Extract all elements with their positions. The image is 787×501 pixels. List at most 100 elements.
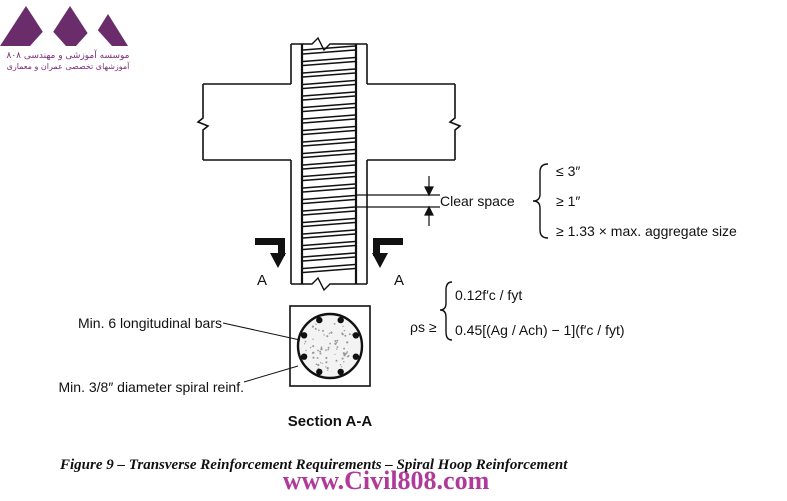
concrete-speckle [334, 353, 336, 355]
column [290, 36, 368, 292]
concrete-speckle [343, 347, 346, 350]
concrete-speckle [313, 351, 315, 354]
formula-line-2: 0.45[(Ag / Ach) − 1](f′c / fyt) [455, 322, 625, 338]
section-mark-left: A [257, 272, 267, 289]
spiral-turn [302, 45, 356, 55]
logo-line-1: موسسه آموزشی و مهندسی ۸۰۸ [7, 49, 130, 61]
concrete-speckle [336, 348, 338, 350]
concrete-speckle [315, 323, 317, 325]
figure-caption: Figure 9 – Transverse Reinforcement Requ… [59, 457, 568, 473]
spiral-turn [302, 56, 356, 67]
concrete-speckle [320, 362, 322, 364]
concrete-speckle [342, 325, 344, 327]
institute-logo [0, 6, 128, 46]
leader-lines [222, 322, 301, 383]
clear-space-label: Clear space [440, 193, 515, 209]
concrete-speckle [315, 363, 318, 366]
concrete-speckle [339, 363, 342, 366]
concrete-speckle [312, 356, 315, 359]
spiral-turn [302, 148, 356, 159]
longitudinal-bars-label: Min. 6 longitudinal bars [78, 315, 222, 331]
clear-space-requirement-1: ≤ 3″ [556, 163, 580, 179]
concrete-speckle [327, 369, 329, 372]
spiral-turn [302, 240, 356, 251]
concrete-speckle [340, 366, 343, 368]
concrete-speckle [323, 334, 325, 336]
concrete-speckle [325, 349, 327, 352]
concrete-speckle [343, 329, 346, 332]
concrete-speckle [326, 367, 329, 370]
section-arrow-left [255, 238, 286, 268]
concrete-speckle [344, 352, 347, 356]
concrete-speckle [346, 341, 349, 344]
concrete-speckle [336, 339, 339, 342]
clear-space-requirement-2: ≥ 1″ [556, 193, 580, 209]
concrete-speckle [315, 328, 317, 330]
clear-space-requirement-3: ≥ 1.33 × max. aggregate size [556, 223, 737, 239]
spiral-turn [302, 137, 356, 147]
concrete-speckle [335, 341, 338, 344]
spiral-turn [302, 194, 356, 205]
concrete-speckle [321, 362, 324, 364]
concrete-speckle [317, 349, 319, 352]
section-title: Section A-A [288, 413, 373, 430]
spiral-reinf-label: Min. 3/8″ diameter spiral reinf. [59, 379, 244, 395]
concrete-speckle [344, 334, 347, 337]
section-mark-right: A [394, 272, 404, 289]
beam [196, 83, 462, 161]
longitudinal-bar [316, 368, 323, 376]
spiral-turn [302, 91, 356, 101]
concrete-speckle [303, 343, 306, 345]
requirements-brace [532, 163, 549, 239]
concrete-speckle [325, 366, 327, 368]
spiral-turn [302, 79, 356, 90]
longitudinal-bar [337, 368, 344, 376]
spiral-turn [302, 171, 356, 182]
concrete-speckle [330, 331, 333, 334]
concrete-speckle [334, 340, 337, 342]
concrete-speckle [327, 346, 330, 349]
logo-line-2: آموزشهای تخصصی عمران و معماری [7, 61, 131, 71]
concrete-speckle [305, 349, 307, 352]
spiral-turn [302, 183, 356, 193]
concrete-speckle [311, 325, 314, 328]
concrete-speckle [319, 350, 322, 353]
spiral-turn [302, 102, 356, 113]
concrete-speckle [335, 359, 338, 362]
concrete-speckle [320, 346, 323, 349]
concrete-speckle [312, 345, 315, 348]
spiral-turn [302, 68, 356, 78]
concrete-speckle [328, 332, 331, 335]
spiral-turn [302, 263, 356, 274]
concrete-speckle [322, 329, 324, 332]
concrete-speckle [316, 357, 319, 359]
formula-lhs: ρs ≥ [410, 319, 437, 335]
spiral-turn [302, 252, 356, 262]
concrete-speckle [320, 347, 323, 351]
concrete-speckle [336, 346, 339, 348]
formula-line-1: 0.12f′c / fyt [455, 287, 522, 303]
spiral-hoops [302, 45, 356, 274]
concrete-speckle [325, 361, 328, 364]
concrete-speckle [317, 363, 320, 367]
concrete-speckle [346, 355, 349, 358]
spiral-turn [302, 206, 356, 216]
spiral-turn [302, 229, 356, 239]
concrete-speckle [317, 329, 320, 332]
concrete-speckle [343, 361, 345, 363]
longitudinal-bar [352, 332, 360, 339]
concrete-speckle [341, 357, 344, 360]
watermark: www.Civil808.com [283, 466, 490, 495]
concrete-speckle [341, 333, 344, 336]
spiral-turn [302, 160, 356, 170]
longitudinal-bar [352, 353, 360, 360]
formula-brace [439, 281, 453, 341]
concrete-speckle [325, 356, 328, 360]
concrete-speckle [346, 351, 349, 353]
concrete-speckle [327, 348, 330, 351]
spiral-turn [302, 114, 356, 124]
longitudinal-bar [316, 316, 323, 324]
concrete-speckle [312, 338, 314, 340]
section-arrow-right [372, 238, 403, 268]
